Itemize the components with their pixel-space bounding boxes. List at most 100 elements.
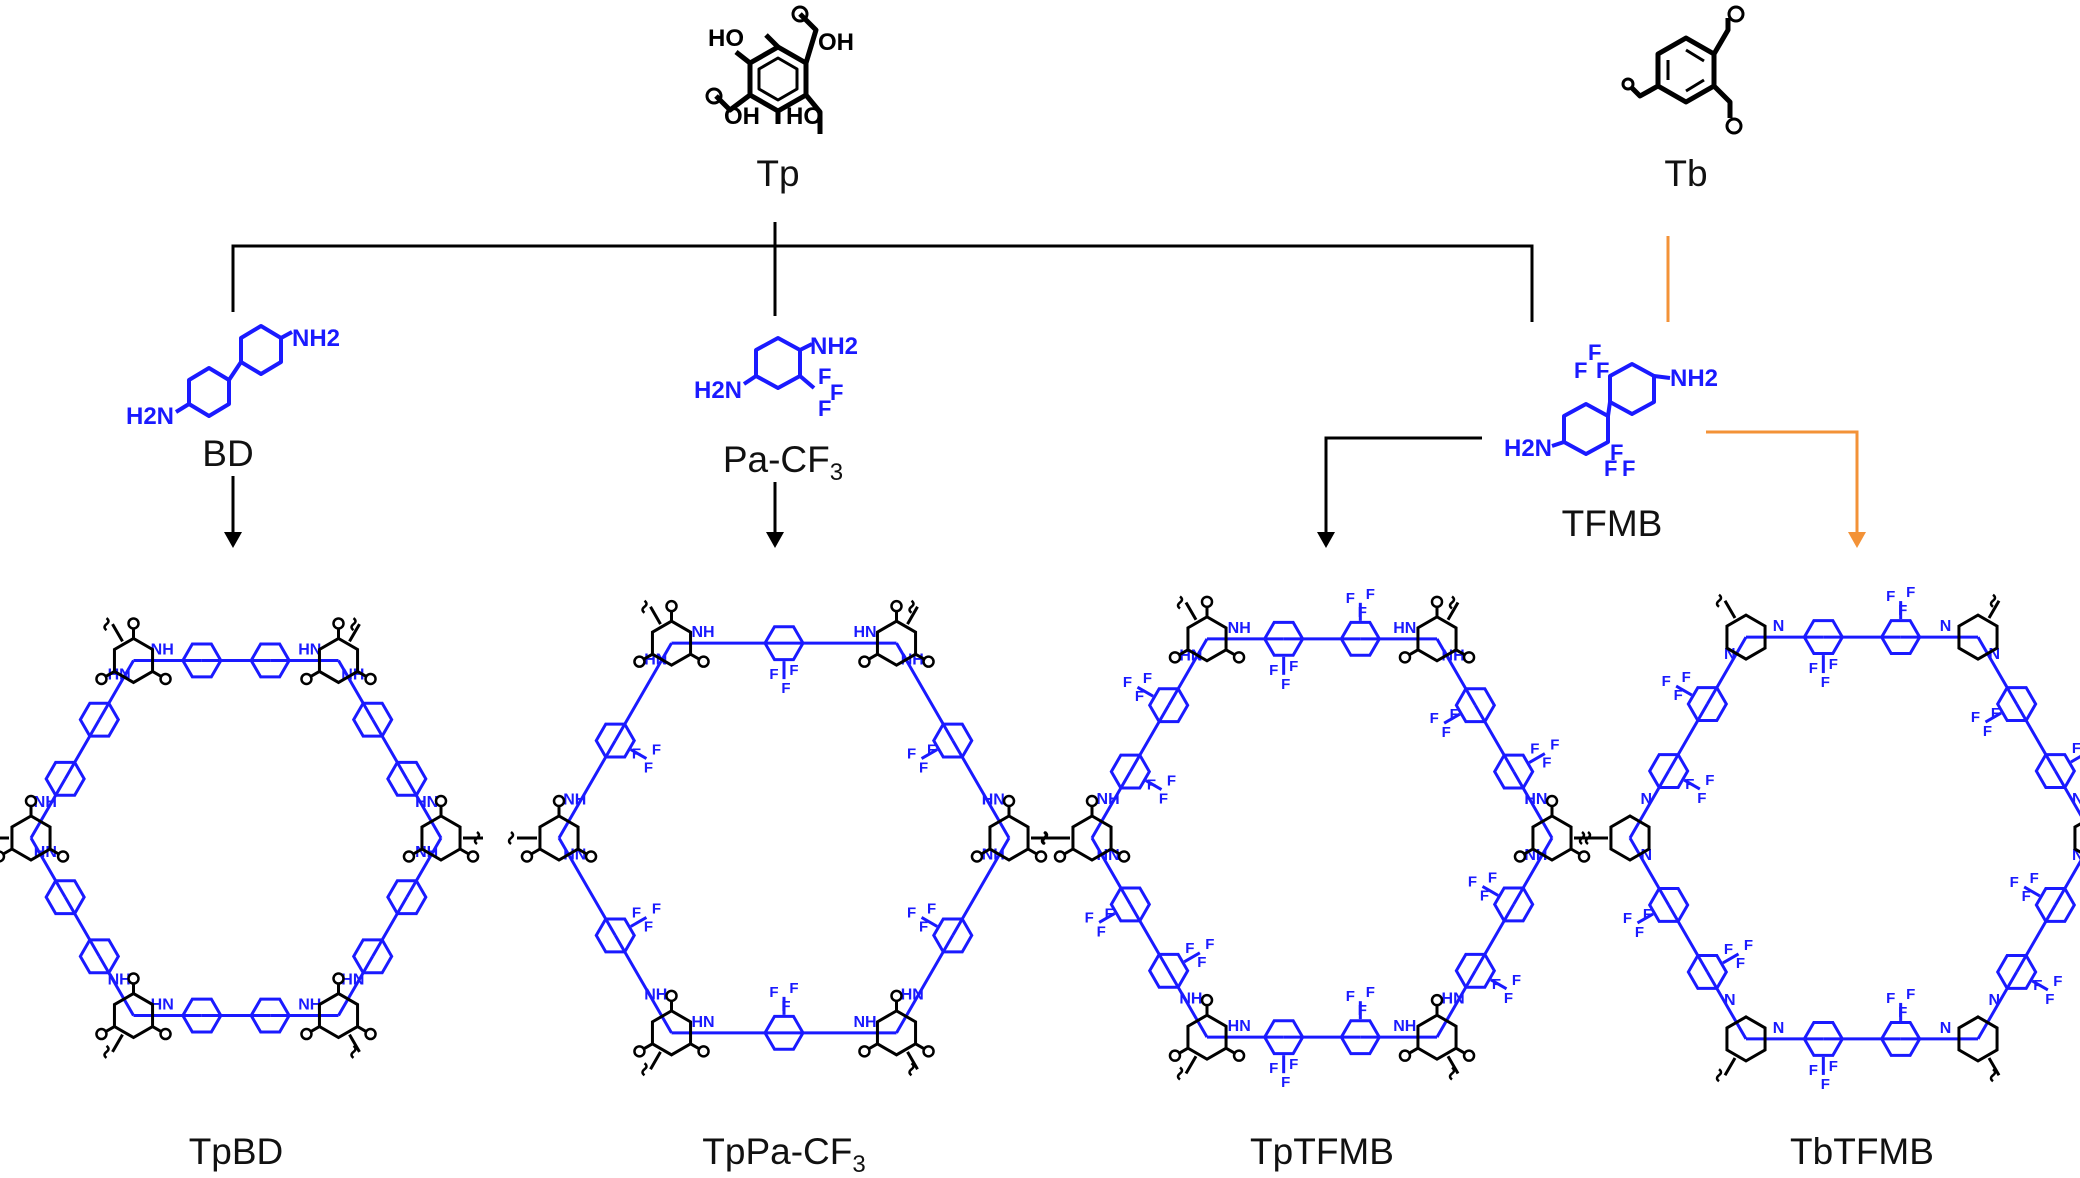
- linker-imine: NH: [108, 972, 131, 989]
- cf3-f: F: [1366, 586, 1375, 603]
- carbonyl-bond: [356, 1025, 367, 1033]
- linker-imine: NH: [1393, 1018, 1416, 1035]
- carbonyl-bond: [980, 847, 991, 856]
- arrowheads-black: [224, 532, 1335, 548]
- cf3-f: F: [1289, 658, 1298, 675]
- cf3-f: F: [1906, 584, 1915, 601]
- cf3-f: F: [1635, 924, 1644, 941]
- linker-ring: [1879, 1020, 1922, 1057]
- linker-bond: [895, 934, 955, 1034]
- core-ring: [1416, 615, 1458, 663]
- carbonyl-bond: [2, 847, 13, 856]
- linker-bond: [1706, 636, 1748, 705]
- truncation-mark: [908, 1062, 915, 1077]
- linker-bond: [1090, 837, 1132, 906]
- cf3-bond: [1636, 912, 1654, 925]
- core-ring: [317, 991, 360, 1040]
- linker-imine: NH: [34, 794, 57, 811]
- linker-ring: [1879, 619, 1922, 656]
- terminal-bond: [1723, 599, 1737, 619]
- cf3-bond: [1984, 711, 2002, 724]
- carbonyl-bond: [1523, 847, 1534, 856]
- carbonyl-o: [1232, 1049, 1246, 1062]
- linker-bond: [1129, 704, 1170, 773]
- carbonyl-bond: [1063, 847, 1074, 856]
- cf3-f: F: [2053, 973, 2062, 990]
- core-ring: [875, 619, 918, 667]
- carbonyl-o: [633, 1045, 646, 1058]
- carbonyl-bond: [643, 1042, 654, 1051]
- cf3-f: F: [1682, 669, 1691, 686]
- cf3-f: F: [2033, 977, 2042, 994]
- linker-bond: [98, 659, 135, 721]
- linker-bond: [63, 718, 101, 780]
- cf3-f: F: [1289, 1056, 1298, 1073]
- cf3-f: F: [644, 760, 653, 777]
- cf3-f: F: [1143, 670, 1152, 687]
- carbonyl-o: [922, 655, 935, 668]
- cf3-f: F: [2010, 874, 2019, 891]
- cf3-f: F: [1662, 673, 1671, 690]
- linker-imine: N: [1640, 791, 1652, 808]
- linker-imine: N: [2072, 847, 2080, 864]
- carbonyl-bond: [105, 1025, 116, 1033]
- terminal-bond: [1987, 1057, 2001, 1077]
- cf3-f: F: [1167, 773, 1176, 790]
- terminal-bond: [348, 623, 361, 643]
- cf3-f: F: [1430, 710, 1439, 727]
- tfmb-f-2: F: [1574, 358, 1587, 383]
- cf3-bond: [1683, 778, 1701, 791]
- linker-ring: [249, 997, 291, 1034]
- cf3-f: F: [1281, 676, 1290, 693]
- cf3-f: F: [907, 904, 916, 921]
- linker-ring: [594, 722, 636, 759]
- linker-bond: [337, 659, 374, 721]
- cf3-f: F: [1821, 674, 1830, 691]
- cf3-f: F: [1983, 723, 1992, 740]
- truncation-mark: [908, 599, 915, 614]
- linker-bond: [1628, 770, 1670, 839]
- terminal-bond: [1446, 1055, 1460, 1075]
- carbonyl-bond: [310, 670, 321, 678]
- linker-ring: [1262, 1019, 1305, 1056]
- linker-imine: NH: [1179, 990, 1202, 1007]
- cf3-bond: [1098, 912, 1116, 924]
- linker-bond: [29, 837, 67, 898]
- tb-label: Tb: [1664, 153, 1707, 194]
- cf3-f: F: [927, 742, 936, 759]
- linker-imine: HN: [341, 972, 364, 989]
- carbonyl-bond: [868, 1042, 879, 1051]
- carbonyl-o: [466, 850, 480, 863]
- terminal-bond: [1446, 601, 1460, 621]
- cf3-f: F: [1135, 688, 1144, 705]
- carbonyl-bond: [1178, 1046, 1189, 1055]
- linker-ring: [1686, 953, 1729, 990]
- cf3-f: F: [1736, 955, 1745, 972]
- linker-imine: NH: [853, 1014, 876, 1031]
- carbonyl-bond: [914, 1042, 925, 1051]
- carbonyl-o: [1053, 850, 1067, 863]
- truncation-mark: [473, 831, 481, 845]
- carbonyl-o: [332, 972, 345, 985]
- cf3-f: F: [1809, 660, 1818, 677]
- linker-ring: [181, 997, 223, 1034]
- linker-ring: [932, 722, 974, 759]
- cf3-f: F: [1097, 923, 1106, 940]
- carbonyl-o: [922, 1045, 935, 1058]
- tfmb-label: TFMB: [1562, 503, 1663, 544]
- linker-bond: [371, 896, 409, 958]
- core-ring: [1071, 814, 1113, 862]
- cf3-f: F: [1358, 604, 1367, 621]
- cf3-bond: [1528, 752, 1546, 764]
- linker-bond: [1976, 971, 2018, 1040]
- cf3-bond: [920, 748, 938, 760]
- linker-ring: [1492, 753, 1535, 790]
- cf3-f: F: [1623, 910, 1632, 927]
- carbonyl-bond: [1225, 648, 1236, 657]
- core-ring: [538, 814, 580, 862]
- carbonyl-o: [402, 850, 416, 863]
- terminal-bond: [111, 623, 124, 643]
- core-ring: [420, 814, 462, 862]
